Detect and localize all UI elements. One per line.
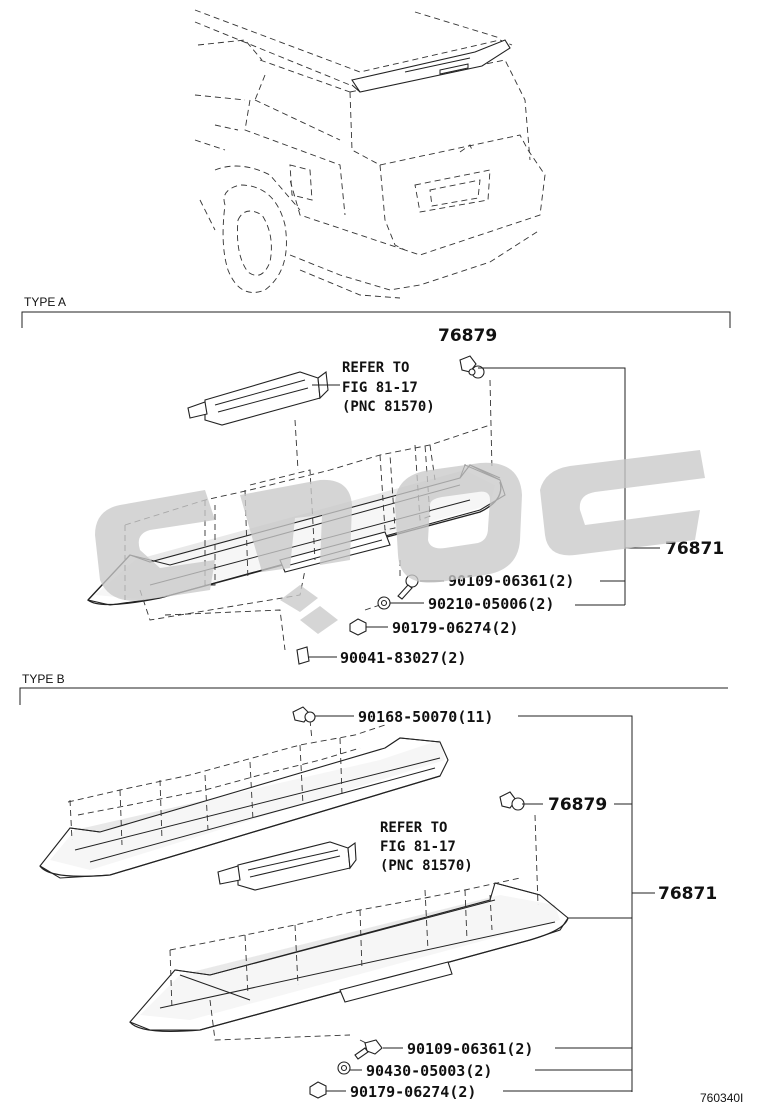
section-bracket-type-a — [21, 311, 731, 328]
clip-90168-b — [292, 706, 316, 723]
label-76871-b: 76871 — [658, 884, 717, 904]
section-label-type-a: TYPE A — [24, 295, 66, 309]
label-nut-a: 90179-06274(2) — [392, 619, 518, 637]
watermark-logo — [95, 450, 705, 634]
vehicle-outline — [194, 9, 546, 299]
upper-garnish-b — [39, 737, 449, 879]
mounting-guides-b-lower — [169, 814, 539, 1046]
mounting-guides-b-upper — [67, 719, 386, 846]
refer-note-b: REFER TO FIG 81-17 (PNC 81570) — [380, 820, 473, 874]
nut-b — [309, 1081, 327, 1099]
label-76879-b: 76879 — [548, 795, 607, 815]
label-screw-a: 90109-06361(2) — [448, 572, 574, 590]
figure-code: 760340I — [700, 1091, 743, 1105]
clip-76879-a — [459, 355, 485, 379]
screw-a — [397, 574, 419, 600]
label-nut-b: 90179-06274(2) — [350, 1083, 476, 1101]
vehicle-spoiler — [351, 39, 511, 93]
leaders-b — [315, 715, 655, 1092]
label-76871-a: 76871 — [665, 539, 724, 559]
screw-b — [354, 1039, 383, 1060]
label-screw-b: 90109-06361(2) — [407, 1040, 533, 1058]
refer-note-a: REFER TO FIG 81-17 (PNC 81570) — [342, 360, 435, 415]
label-washer-a: 90210-05006(2) — [428, 595, 554, 613]
section-label-type-b: TYPE B — [22, 672, 65, 686]
clip-76879-b — [499, 791, 525, 811]
label-76879-a: 76879 — [438, 326, 497, 346]
nut-a — [349, 618, 367, 636]
section-bracket-type-b — [19, 687, 728, 705]
label-washer-b: 90430-05003(2) — [366, 1062, 492, 1080]
clip-90041-a — [296, 646, 310, 665]
high-mount-stop-lamp-a — [187, 370, 340, 426]
rear-spoiler-b — [129, 882, 569, 1032]
label-clip-a: 90041-83027(2) — [340, 649, 466, 667]
high-mount-stop-lamp-b — [217, 841, 357, 891]
label-clip-row-b: 90168-50070(11) — [358, 708, 493, 726]
